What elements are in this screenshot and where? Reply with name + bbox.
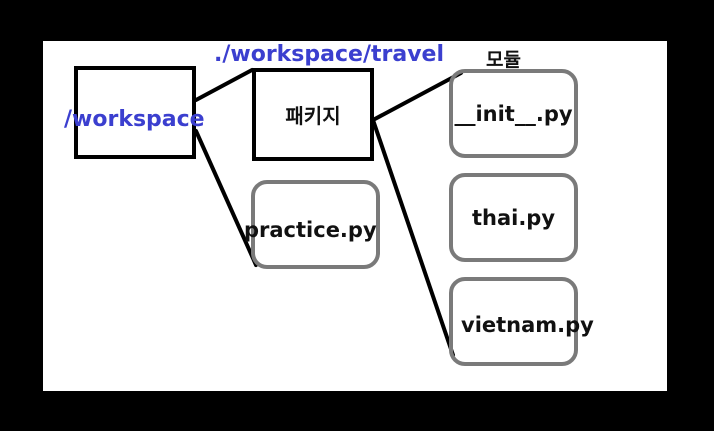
workspace-box <box>74 66 196 159</box>
line-workspace-package <box>194 68 254 102</box>
init-module-box: __init__.py <box>449 69 578 158</box>
line-package-init <box>371 71 463 122</box>
init-module-label: __init__.py <box>454 101 573 126</box>
practice-file-box <box>251 180 380 269</box>
thai-module-box: thai.py <box>449 173 578 262</box>
practice-file-label: practice.py <box>244 218 377 242</box>
line-workspace-practice <box>194 129 258 267</box>
diagram-canvas <box>43 41 667 391</box>
thai-module-label: thai.py <box>471 205 556 230</box>
package-box: 패키지 <box>252 68 374 161</box>
package-label: 패키지 <box>285 104 341 128</box>
travel-path-label: ./workspace/travel <box>214 42 445 67</box>
workspace-label: /workspace <box>64 107 205 132</box>
line-package-vietnam <box>371 118 455 357</box>
module-label: 모듈 <box>486 49 521 71</box>
vietnam-module-label: vietnam.py <box>461 313 594 337</box>
vietnam-module-box <box>449 277 578 366</box>
